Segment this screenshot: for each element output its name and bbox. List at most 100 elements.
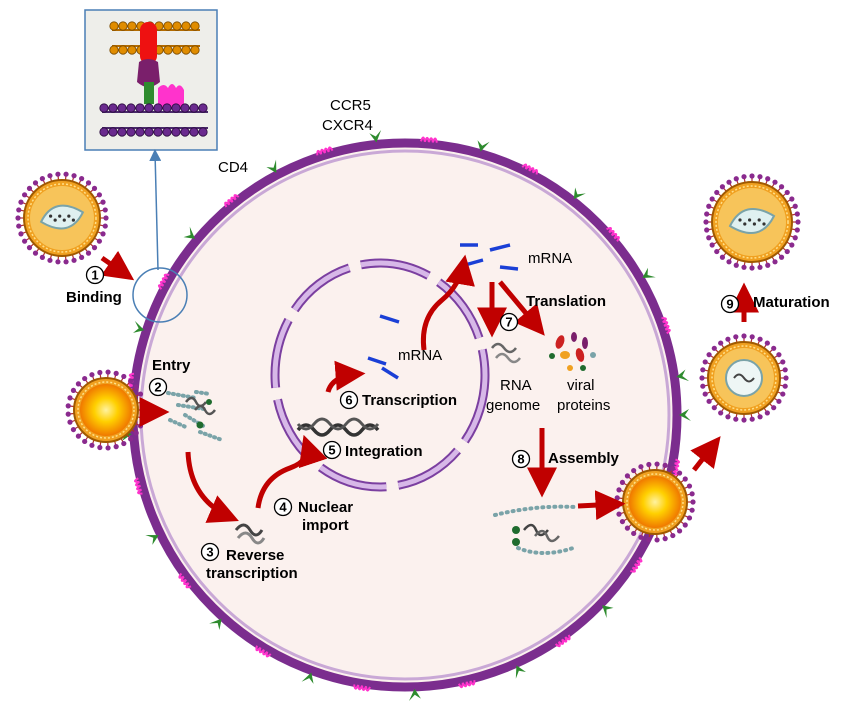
zoom-focus-circle	[132, 267, 188, 323]
cd4-receptor	[676, 369, 690, 382]
coreceptor-zoom	[158, 84, 184, 108]
cd4-receptor	[408, 688, 421, 702]
gp120-protein	[137, 59, 160, 87]
cd4-receptor	[119, 428, 132, 441]
arrow-nuclear-import	[255, 434, 328, 509]
svg-text:7: 7	[505, 315, 512, 330]
cd4-receptor	[515, 665, 526, 679]
arrow-mrna-export	[420, 254, 475, 351]
step-7-label: Translation	[526, 293, 606, 310]
step-5-label: Integration	[345, 443, 423, 460]
step-4-number: 4	[273, 497, 293, 517]
coreceptor	[224, 194, 240, 208]
nucleus	[270, 258, 490, 492]
step-2-number: 2	[148, 377, 168, 397]
cd4-receptor	[602, 605, 614, 618]
virion-mature	[703, 173, 801, 271]
coreceptor	[255, 645, 272, 658]
arrow-transcription	[325, 360, 366, 393]
integrated-provirus	[296, 417, 380, 437]
coreceptor	[353, 684, 371, 692]
step-1-label: Binding	[66, 289, 122, 306]
svg-text:9: 9	[726, 297, 733, 312]
virion-approaching	[15, 171, 109, 265]
coreceptor	[419, 136, 438, 143]
viral-proteins-label-line1: viral	[567, 377, 595, 394]
coreceptor	[606, 226, 620, 242]
arrow-binding	[100, 250, 135, 281]
step-6-label: Transcription	[362, 392, 457, 409]
step-3-number: 3	[200, 542, 220, 562]
cd4-receptor	[369, 129, 382, 143]
arrow-translation-proteins	[498, 280, 545, 336]
rna-genome-label-line1: RNA	[500, 377, 532, 394]
coreceptor	[133, 477, 143, 495]
cd4-receptor	[209, 618, 222, 631]
step-8-label: Assembly	[548, 450, 620, 467]
cd4-receptor	[301, 672, 314, 684]
coreceptor	[178, 572, 192, 589]
receptor-zoom-inset	[84, 9, 218, 151]
svg-text:4: 4	[279, 500, 287, 515]
step-1-number: 1	[85, 265, 105, 285]
rna-genome-strands	[491, 342, 521, 364]
svg-text:5: 5	[328, 443, 335, 458]
coreceptor	[157, 273, 170, 290]
svg-text:1: 1	[91, 268, 98, 283]
arrow-reverse-transcription	[185, 451, 239, 523]
cell-membrane-bilayer	[99, 103, 208, 137]
arrow-budding	[577, 490, 626, 521]
step-9-label: Maturation	[753, 294, 830, 311]
step-9-number: 9	[720, 294, 740, 314]
cd4-receptor	[679, 409, 691, 421]
cd4-receptor	[642, 267, 656, 278]
coreceptor	[521, 163, 539, 175]
arrow-release	[690, 436, 721, 472]
cd4-receptor	[183, 226, 196, 239]
step-6-number: 6	[339, 390, 359, 410]
mrna-nuclear-strands	[367, 314, 400, 380]
mrna-nuclear-label: mRNA	[398, 347, 442, 364]
step-2-label: Entry	[152, 357, 191, 374]
gp41-protein	[140, 22, 157, 64]
cd4-receptor	[133, 320, 145, 333]
coreceptor	[630, 556, 643, 573]
reverse-transcribed-dna	[234, 523, 266, 545]
virion-immature	[699, 333, 789, 423]
cd4-receptor	[573, 187, 586, 200]
zoom-pointer-arrow	[149, 149, 162, 271]
step-8-number: 8	[511, 449, 531, 469]
cd4-receptor	[266, 159, 277, 174]
step-4-label-line2: import	[302, 517, 349, 534]
step-7-number: 7	[499, 312, 519, 332]
step-3-label-line1: Reverse	[226, 547, 284, 564]
coreceptor	[661, 317, 671, 335]
process-arrows	[100, 250, 759, 523]
viral-proteins-label-line2: proteins	[557, 397, 610, 414]
step-4-label-line1: Nuclear	[298, 499, 353, 516]
svg-text:2: 2	[154, 380, 161, 395]
svg-text:8: 8	[517, 452, 524, 467]
cd4-receptor	[477, 140, 490, 152]
svg-text:6: 6	[345, 393, 352, 408]
cd4-receptor	[145, 534, 159, 545]
rna-genome-label-line2: genome	[486, 397, 540, 414]
cd4-label: CD4	[218, 159, 248, 176]
mrna-cyto-label: mRNA	[528, 250, 572, 267]
coreceptor	[316, 146, 334, 156]
svg-text:3: 3	[206, 545, 213, 560]
cd4-zoom	[144, 82, 154, 104]
step-3-label-line2: transcription	[206, 565, 298, 582]
membrane-receptors	[119, 129, 691, 702]
virion-fusing	[65, 369, 147, 451]
cxcr4-label: CXCR4	[322, 117, 373, 134]
host-cell	[119, 129, 691, 702]
coreceptor	[554, 634, 571, 648]
virion-budding	[614, 461, 696, 543]
coreceptor	[457, 680, 476, 689]
assembly-complex	[493, 504, 577, 555]
ccr5-label: CCR5	[330, 97, 371, 114]
step-5-number: 5	[322, 440, 342, 460]
step-numbers: 1 2 3 4 5 6 7 8 9	[85, 265, 740, 562]
